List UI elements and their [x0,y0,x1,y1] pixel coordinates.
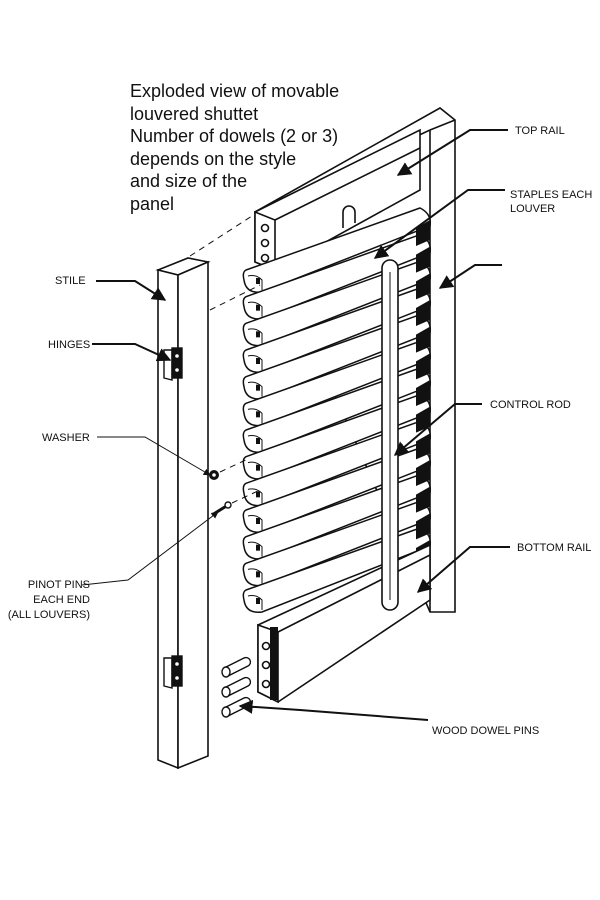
bottom-rail-dowel-holes [261,641,271,689]
staple-slots [416,220,430,566]
label-bottom-rail: BOTTOM RAIL [517,542,591,554]
louver [242,207,432,293]
pivot-pin-icon [211,501,232,517]
label-hinges: HINGES [48,339,90,351]
top-rail [254,128,421,272]
stile [155,257,211,770]
staple-slot [416,513,430,540]
caption-line: louvered shuttet [130,103,259,124]
assembly-guides [189,215,261,504]
staple-slot [416,486,430,513]
staple-slot [416,246,430,273]
staple-slot [416,300,430,326]
control-rod [381,259,399,611]
staple-slot [416,326,430,353]
staple-slot [416,353,430,380]
hinge-icon [163,655,183,689]
staple-slot [416,380,430,406]
dowel-pin-icon [221,676,252,698]
label-stile: STILE [55,275,86,287]
label-wood-dowel-pins: WOOD DOWEL PINS [432,725,539,737]
label-pinot-line2: EACH END [33,594,90,606]
diagram-caption: Exploded view of movable louvered shutte… [130,80,390,215]
label-pinot-line1: PINOT PINS [28,579,90,591]
staple-slot [416,406,430,433]
staple-slot [416,433,430,460]
caption-line: depends on the style [130,148,297,169]
top-rail-dowel-holes [260,223,270,263]
caption-line: and size of the [130,171,248,191]
label-staples-line1: STAPLES EACH [510,189,592,201]
staple-slot [416,460,430,486]
leader-lines [81,129,510,721]
label-top-rail: TOP RAIL [515,125,565,137]
washer-icon [209,470,219,480]
label-staples-line2: LOUVER [510,203,555,215]
wood-dowel-pins [221,656,252,718]
hinge-icon [163,347,183,381]
louvers [242,207,432,613]
caption-line: Number of dowels (2 or 3) [130,126,339,146]
caption-line: Exploded view of movable [130,81,340,101]
label-pinot-line3: (ALL LOUVERS) [8,609,90,621]
staple-slot [416,273,430,300]
label-washer: WASHER [42,432,90,444]
label-control-rod: CONTROL ROD [490,399,571,411]
dowel-pin-icon [221,656,252,678]
caption-line: panel [130,193,175,214]
